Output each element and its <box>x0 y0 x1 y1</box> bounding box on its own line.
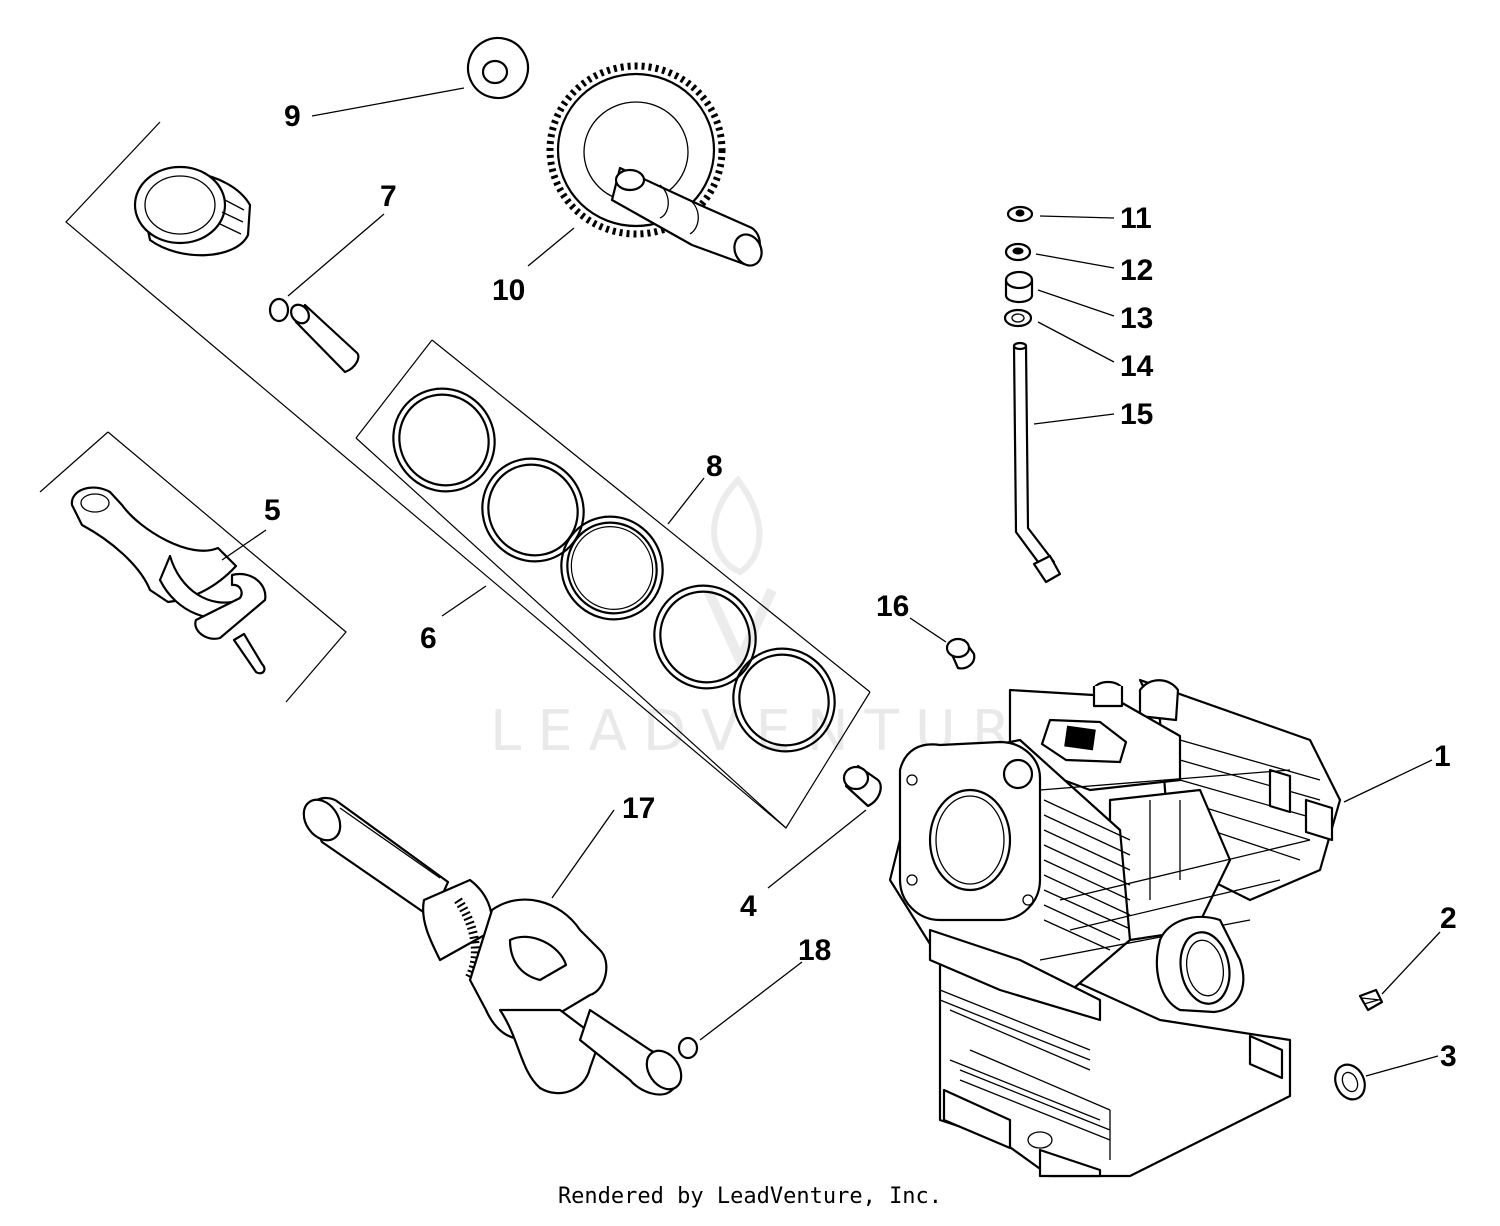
part-1-crankcase[interactable] <box>888 678 1342 1178</box>
callout-1: 1 <box>1434 740 1451 773</box>
part-3-oil-seal[interactable] <box>1330 1060 1371 1104</box>
watermark: LEADVENTURE <box>490 475 1062 764</box>
callout-14: 14 <box>1120 350 1154 383</box>
part-9-washer[interactable] <box>457 27 539 109</box>
part-18-bushing[interactable] <box>677 1036 699 1060</box>
part-4-sleeve[interactable] <box>842 764 882 808</box>
piston[interactable] <box>133 165 252 257</box>
leader-lines <box>221 87 1441 1077</box>
callout-16: 16 <box>876 590 909 623</box>
piston-rings[interactable] <box>373 369 855 772</box>
piston-group-bracket <box>65 121 871 829</box>
callout-7: 7 <box>380 180 397 213</box>
part-17-crankshaft[interactable] <box>296 793 688 1096</box>
callout-10: 10 <box>492 274 525 307</box>
callout-3: 3 <box>1440 1040 1457 1073</box>
callout-4: 4 <box>740 890 757 923</box>
callout-18: 18 <box>798 934 831 967</box>
part-7-retaining-ring[interactable] <box>268 297 290 323</box>
ring-set-bracket <box>355 339 871 829</box>
part-15-dipstick-tube[interactable] <box>1012 341 1062 584</box>
callout-6: 6 <box>420 622 437 655</box>
callout-2: 2 <box>1440 902 1457 935</box>
callout-15: 15 <box>1120 398 1153 431</box>
callout-labels: 1 2 3 4 5 6 7 8 9 10 11 12 13 14 15 16 1… <box>264 100 1457 1073</box>
connecting-rod-bracket <box>39 431 347 703</box>
part-2-fitting[interactable] <box>1358 988 1384 1012</box>
callout-5: 5 <box>264 494 281 527</box>
part-16-plug[interactable] <box>945 637 976 670</box>
part-10-camshaft[interactable] <box>546 62 767 270</box>
part-13-grommet[interactable] <box>1004 270 1034 304</box>
part-12-washer[interactable] <box>1004 242 1032 262</box>
callout-12: 12 <box>1120 254 1153 287</box>
callout-8: 8 <box>706 450 723 483</box>
callout-13: 13 <box>1120 302 1153 335</box>
part-5-connecting-rod[interactable] <box>70 486 267 675</box>
footer-credit: Rendered by LeadVenture, Inc. <box>557 1184 943 1209</box>
piston-pin[interactable] <box>287 301 360 374</box>
callout-11: 11 <box>1120 202 1152 235</box>
part-11-cap[interactable] <box>1006 205 1034 223</box>
callout-9: 9 <box>284 100 301 133</box>
callout-17: 17 <box>622 792 655 825</box>
part-14-seal[interactable] <box>1003 308 1033 328</box>
